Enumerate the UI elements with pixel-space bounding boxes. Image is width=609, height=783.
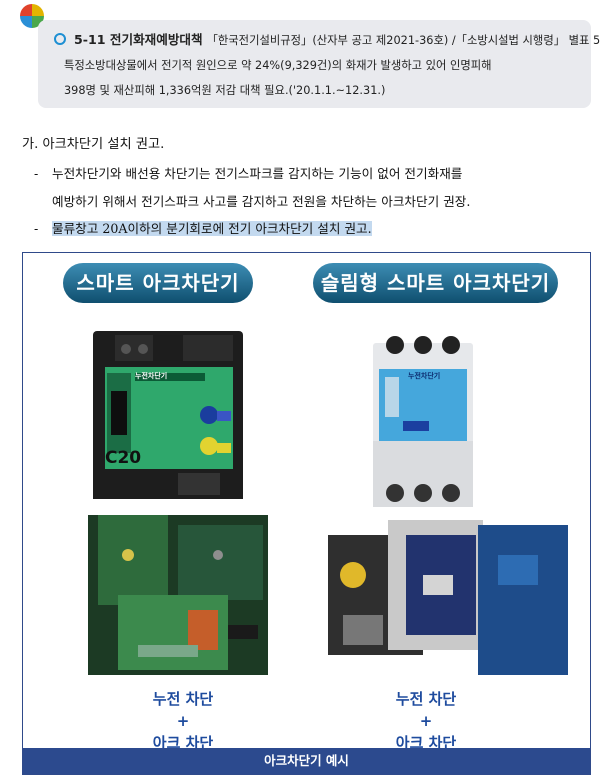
left-circuit-board-image xyxy=(88,515,268,675)
list-item: -누전차단기와 배선용 차단기는 전기스파크를 감지하는 기능이 없어 전기화재… xyxy=(34,166,463,181)
left-device-code: C20 xyxy=(105,448,142,468)
left-device-label: 누전차단기 xyxy=(135,372,168,380)
callout-line-2: 특정소방대상물에서 전기적 원인으로 약 24%(9,329건)의 화재가 발생… xyxy=(64,59,492,72)
slim-arc-breaker-image xyxy=(373,336,473,507)
callout-line-1: 5-11 전기화재예방대책「한국전기설비규정」(산자부 공고 제2021-36호… xyxy=(54,27,600,53)
logo-icon xyxy=(20,4,44,28)
smart-arc-breaker-image xyxy=(93,331,243,499)
figure-panel: 스마트 아크차단기 슬림형 스마트 아크차단기 누전차단기 C20 누전차단기 xyxy=(22,252,591,775)
left-caption: 누전 차단 + 아크 차단 xyxy=(152,690,214,752)
figure-caption: 아크차단기 예시 xyxy=(23,748,590,774)
callout-line-3: 398명 및 재산피해 1,336억원 저감 대책 필요.('20.1.1.~1… xyxy=(64,84,386,97)
callout-reference: 「한국전기설비규정」(산자부 공고 제2021-36호) /「소방시설법 시행령… xyxy=(206,34,601,47)
left-title-badge: 스마트 아크차단기 xyxy=(63,263,253,303)
callout-heading: 5-11 전기화재예방대책 xyxy=(74,32,203,47)
right-caption: 누전 차단 + 아크 차단 xyxy=(395,690,457,752)
right-device-label: 누전차단기 xyxy=(408,372,441,380)
section-title: 가. 아크차단기 설치 권고. xyxy=(22,137,165,152)
callout-box: 5-11 전기화재예방대책「한국전기설비규정」(산자부 공고 제2021-36호… xyxy=(38,20,600,108)
bullet-icon xyxy=(54,33,66,45)
list-item-continuation: 예방하기 위해서 전기스파크 사고를 감지하고 전원을 차단하는 아크차단기 권… xyxy=(52,194,471,209)
list-item: -물류창고 20A이하의 분기회로에 전기 아크차단기 설치 권고. xyxy=(34,221,372,236)
highlighted-text: 물류창고 20A이하의 분기회로에 전기 아크차단기 설치 권고. xyxy=(52,221,372,236)
list-item-text: 누전차단기와 배선용 차단기는 전기스파크를 감지하는 기능이 없어 전기화재를 xyxy=(52,166,463,181)
right-title-badge: 슬림형 스마트 아크차단기 xyxy=(313,263,558,303)
right-circuit-board-image xyxy=(328,515,573,680)
